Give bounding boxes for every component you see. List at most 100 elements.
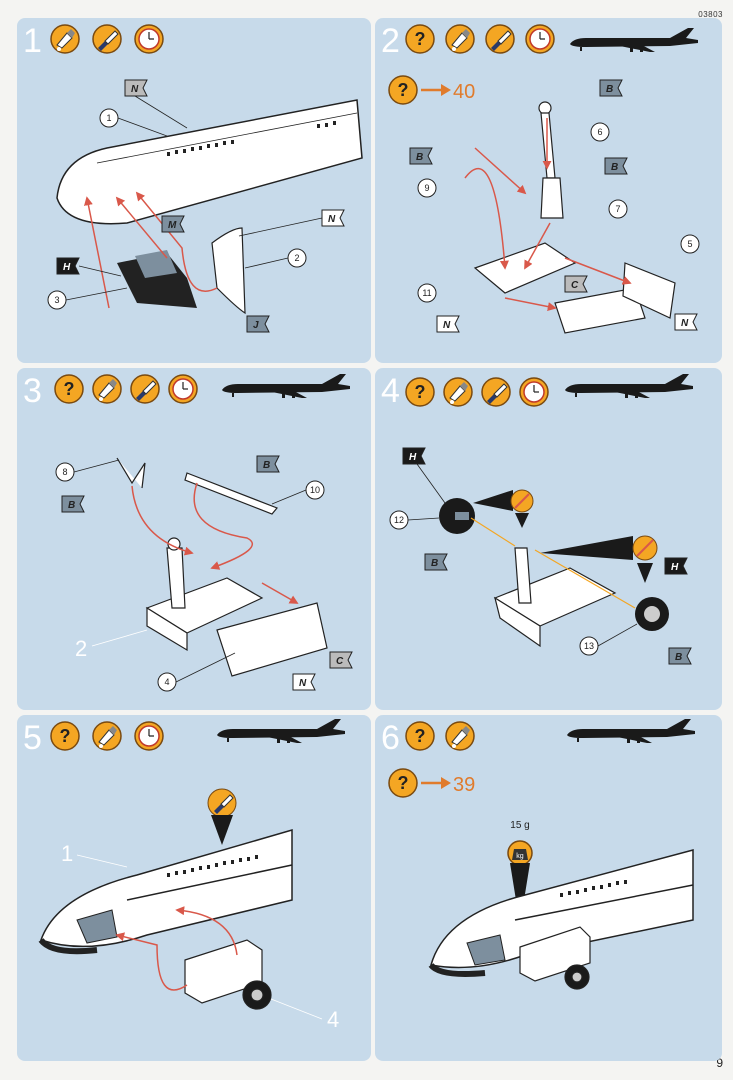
color-flag: B [61, 495, 85, 513]
part-number: 1 [61, 841, 73, 866]
glue-icon [50, 24, 80, 54]
color-flag: B [599, 79, 623, 97]
color-flag: N [321, 209, 345, 227]
part-callout: 4 [157, 672, 177, 692]
color-flag: J [246, 315, 270, 333]
svg-text:N: N [299, 678, 307, 689]
brush-callout [207, 788, 237, 845]
step-6-panel: 6 39 15 g [375, 715, 722, 1061]
part-callout: 10 [305, 480, 325, 500]
svg-text:J: J [253, 320, 259, 331]
reference-step: 39 [453, 774, 475, 796]
part-callout: 5 [680, 234, 700, 254]
part-callout: 2 [287, 248, 307, 268]
part-callout: 6 [590, 122, 610, 142]
brush-icon [130, 374, 160, 404]
part-number: 4 [327, 1007, 339, 1032]
part-callout: 8 [55, 462, 75, 482]
color-flag: B [424, 553, 448, 571]
question-icon [54, 374, 84, 404]
fuselage-drawing [56, 99, 363, 225]
color-flag: B [409, 147, 433, 165]
svg-text:9: 9 [424, 183, 429, 193]
color-flag: N [124, 79, 148, 97]
color-flag: B [668, 647, 692, 665]
bay-assembly [184, 939, 272, 1010]
svg-text:10: 10 [310, 485, 320, 495]
svg-text:H: H [63, 262, 71, 273]
svg-text:7: 7 [615, 204, 620, 214]
magnifier-callout [473, 489, 658, 583]
part-callout: 3 [47, 290, 67, 310]
landing-gear-part [538, 101, 564, 219]
step-number: 5 [23, 719, 42, 757]
color-flag: H [56, 257, 80, 275]
part-callout: 1 [99, 108, 119, 128]
question-icon [405, 721, 435, 751]
svg-text:B: B [263, 460, 270, 471]
bay-assembly [145, 537, 328, 677]
svg-text:B: B [611, 162, 618, 173]
bay-assembly [519, 926, 591, 990]
svg-text:2: 2 [294, 253, 299, 263]
weight-label: 15 g [510, 820, 529, 831]
clock-icon [519, 377, 549, 407]
step-5-panel: 5 1 4 [17, 715, 371, 1061]
wheel-part [439, 498, 669, 631]
step-4-panel: 4 12 13 H B H B [375, 368, 722, 710]
cockpit-part [117, 250, 197, 308]
question-icon [388, 75, 418, 105]
color-flag: N [292, 673, 316, 691]
fuselage-drawing [38, 829, 293, 955]
glue-icon [445, 721, 475, 751]
glue-icon [443, 377, 473, 407]
svg-text:5: 5 [687, 239, 692, 249]
weight-callout [507, 840, 533, 925]
svg-text:12: 12 [394, 515, 404, 525]
color-flag: M [161, 215, 185, 233]
strut-part [116, 457, 278, 515]
clock-icon [525, 24, 555, 54]
airplane-silhouette-icon [570, 28, 698, 52]
clock-icon [168, 374, 198, 404]
svg-text:N: N [328, 214, 336, 225]
airplane-silhouette-icon [567, 719, 695, 743]
page-number: 9 [716, 1056, 723, 1070]
svg-text:3: 3 [54, 295, 59, 305]
question-icon [50, 721, 80, 751]
reference-step: 40 [453, 81, 475, 103]
color-flag: C [329, 651, 353, 669]
svg-text:C: C [571, 280, 579, 291]
svg-text:B: B [675, 652, 682, 663]
question-icon [405, 377, 435, 407]
svg-text:8: 8 [62, 467, 67, 477]
airplane-silhouette-icon [217, 719, 345, 743]
instruction-code: 03803 [698, 10, 723, 19]
color-flag: N [674, 313, 698, 331]
svg-text:6: 6 [597, 127, 602, 137]
airplane-silhouette-icon [222, 374, 350, 398]
step-number: 3 [23, 372, 42, 410]
airplane-silhouette-icon [565, 374, 693, 398]
color-flag: B [256, 455, 280, 473]
step-3-panel: 3 2 8 10 4 B B C N [17, 368, 371, 710]
part-callout: 12 [389, 510, 409, 530]
color-flag: H [402, 447, 426, 465]
svg-text:11: 11 [422, 288, 431, 298]
svg-text:N: N [681, 318, 689, 329]
part-number: 2 [75, 636, 87, 661]
glue-icon [92, 374, 122, 404]
svg-text:M: M [168, 220, 177, 231]
svg-text:B: B [606, 84, 613, 95]
glue-icon [92, 721, 122, 751]
color-flag: B [604, 157, 628, 175]
part-callout: 7 [608, 199, 628, 219]
svg-text:N: N [131, 84, 139, 95]
color-flag: N [436, 315, 460, 333]
clock-icon [134, 24, 164, 54]
svg-text:B: B [431, 558, 438, 569]
part-callout: 13 [579, 636, 599, 656]
step-number: 1 [23, 22, 42, 60]
color-flag: H [664, 557, 688, 575]
glue-icon [445, 24, 475, 54]
